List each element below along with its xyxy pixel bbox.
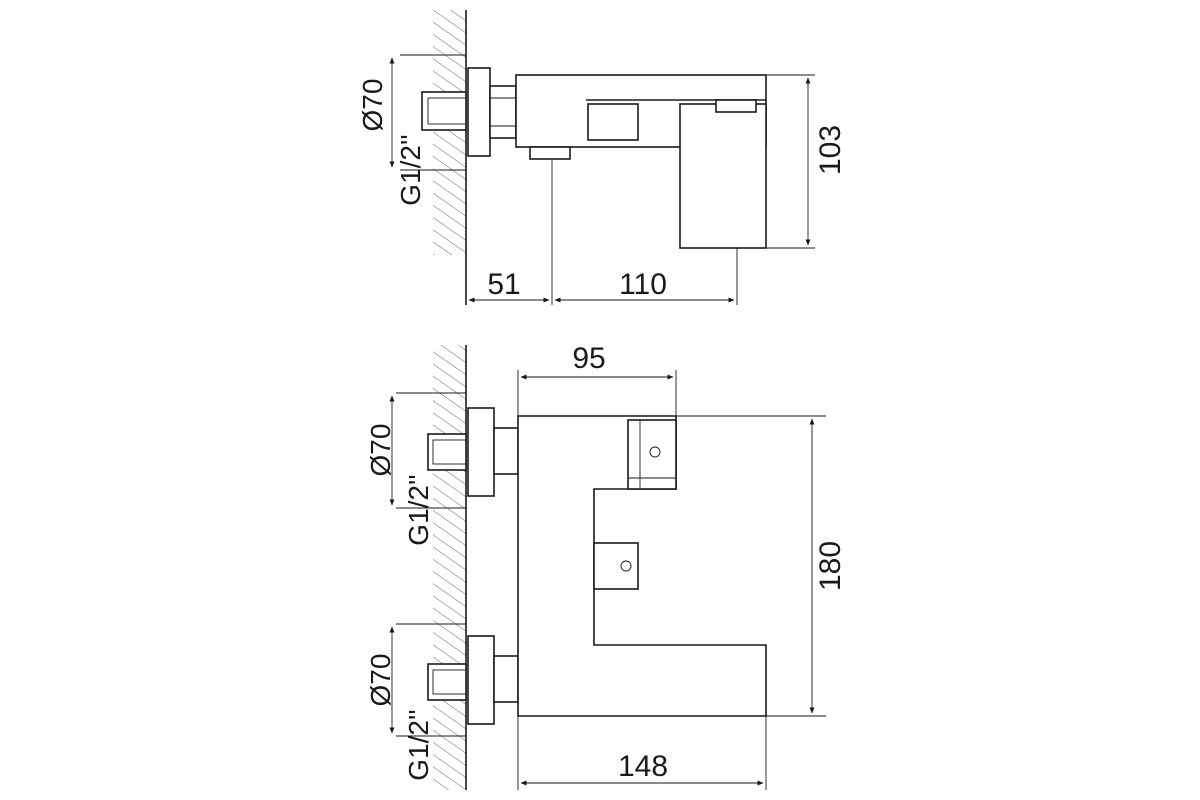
dim-wall-offset: 51 bbox=[487, 268, 520, 301]
front-view: 95 180 148 Ø70 G1/2'' Ø70 G1/2'' bbox=[365, 342, 847, 790]
lever-pin bbox=[649, 446, 661, 458]
wall-hatching-bottom bbox=[433, 345, 467, 790]
flange-side bbox=[467, 67, 491, 157]
side-view: 103 51 110 Ø70 G1/2'' bbox=[357, 10, 847, 305]
bottom-cap-side bbox=[529, 146, 571, 160]
flange-lower bbox=[467, 635, 495, 725]
nut-side bbox=[489, 85, 517, 139]
dim-bottom-width: 148 bbox=[618, 750, 668, 783]
connection-pipe-lower bbox=[427, 663, 467, 701]
spout-side bbox=[679, 103, 767, 249]
lever-side bbox=[587, 103, 639, 141]
dim-height-front: 180 bbox=[814, 541, 847, 591]
flange-diameter-side: Ø70 bbox=[357, 79, 388, 132]
connection-pipe-upper bbox=[427, 433, 467, 471]
dim-top-width: 95 bbox=[572, 342, 605, 375]
lever-front bbox=[627, 419, 677, 490]
flange-diameter-lower: Ø70 bbox=[365, 654, 396, 707]
nut-upper bbox=[493, 427, 519, 475]
connection-thread-upper: G1/2'' bbox=[403, 474, 434, 545]
flange-diameter-upper: Ø70 bbox=[365, 424, 396, 477]
top-cap-side bbox=[715, 99, 757, 113]
connection-thread-lower: G1/2'' bbox=[403, 709, 434, 780]
diverter-pin bbox=[620, 560, 632, 572]
flange-upper bbox=[467, 407, 495, 497]
wall-hatching-top bbox=[433, 10, 467, 255]
nut-lower bbox=[493, 655, 519, 703]
dim-spout-reach: 110 bbox=[619, 268, 667, 301]
dim-height-side: 103 bbox=[814, 125, 847, 175]
connection-thread-side: G1/2'' bbox=[395, 134, 426, 205]
